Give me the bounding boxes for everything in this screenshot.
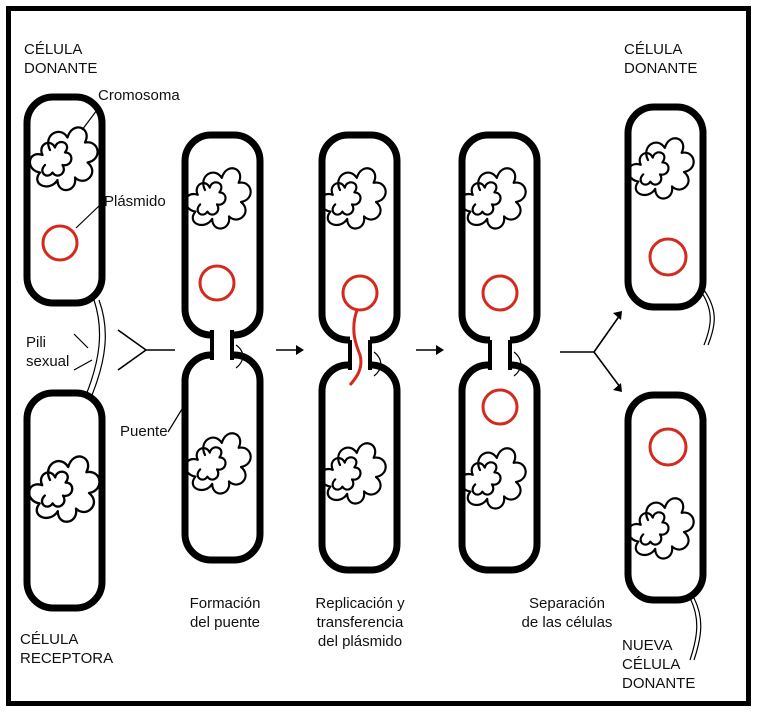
chromosome-label: Cromosoma xyxy=(98,86,180,105)
bridge-label: Puente xyxy=(120,422,168,441)
original-donor-cell xyxy=(628,107,714,345)
step-caption: Separación de las células xyxy=(512,594,622,632)
step-caption: Formación del puente xyxy=(180,594,270,632)
arrow-right-icon xyxy=(296,345,304,355)
bridge-formation-cells xyxy=(185,135,260,560)
new-donor-title: CÉLULA DONANTE xyxy=(624,40,697,78)
arrow-right-icon xyxy=(436,345,444,355)
new-donor-bottom-title: NUEVA CÉLULA DONANTE xyxy=(622,636,695,693)
separation-cells xyxy=(461,135,537,570)
donor-cell-title: CÉLULA DONANTE xyxy=(24,40,97,78)
step-caption: Replicación y transferencia del plásmido xyxy=(300,594,420,651)
merge-arrow xyxy=(118,330,175,370)
split-arrow xyxy=(560,311,622,392)
plasmid-label: Plásmido xyxy=(104,192,166,211)
recipient-cell-title: CÉLULA RECEPTORA xyxy=(20,630,113,668)
recipient-cell xyxy=(27,393,102,608)
donor-cell xyxy=(27,97,102,303)
new-donor-cell xyxy=(628,395,703,660)
replication-cells xyxy=(321,135,397,570)
sex-pilus xyxy=(86,300,105,395)
pili-label: Pili sexual xyxy=(26,333,69,371)
